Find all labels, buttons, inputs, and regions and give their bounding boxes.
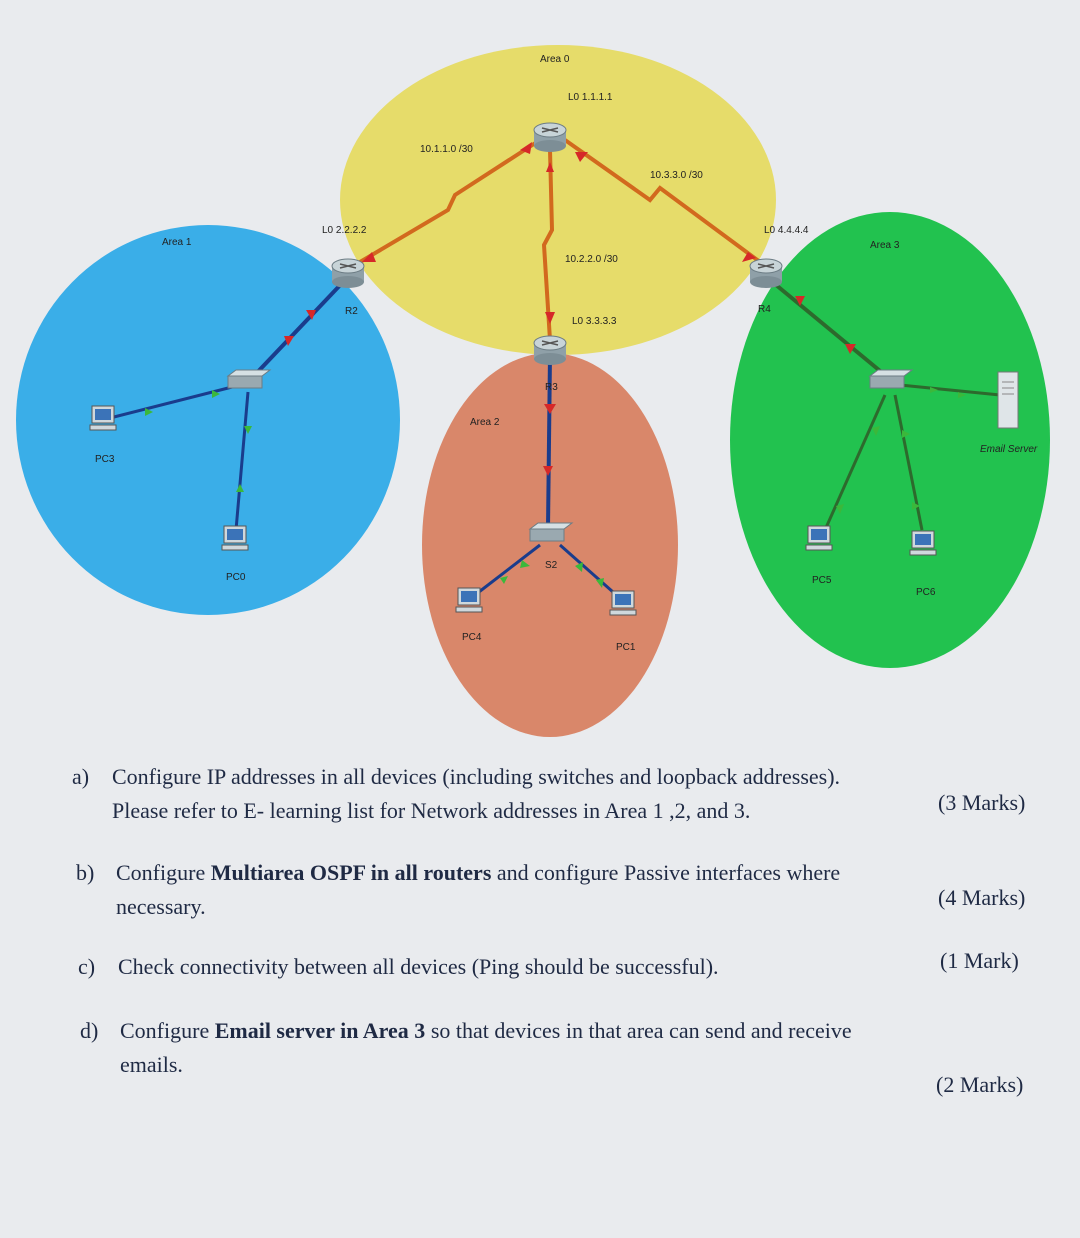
router-r2[interactable] (331, 258, 365, 288)
area-2-label: Area 2 (470, 417, 500, 428)
link-s2-pc4 (474, 543, 541, 597)
link-s3-server (899, 383, 1001, 397)
router-r3-name: R3 (545, 382, 558, 393)
pc3-label: PC3 (95, 454, 115, 465)
link-r1-r4-label: 10.3.3.0 /30 (650, 170, 703, 181)
question-text: so that devices in that area can send an… (425, 1018, 852, 1043)
question-letter: b) (76, 860, 95, 885)
router-r3-loopback: L0 3.3.3.3 (572, 316, 617, 327)
question-line: c) Check connectivity between all devices… (78, 950, 719, 984)
question-letter: a) (72, 764, 90, 789)
pc6[interactable] (909, 530, 937, 556)
question-marks: (4 Marks) (938, 885, 1026, 910)
question-line: d) Configure Email server in Area 3 so th… (80, 1014, 852, 1048)
router-r3[interactable] (533, 335, 567, 365)
router-r4-loopback: L0 4.4.4.4 (764, 225, 809, 236)
link-r1-r2-label: 10.1.1.0 /30 (420, 144, 473, 155)
router-r2-loopback: L0 2.2.2.2 (322, 225, 367, 236)
router-r4[interactable] (749, 258, 783, 288)
link-r3-s2 (546, 354, 552, 529)
pc1[interactable] (609, 590, 637, 616)
question-emphasis: Multiarea OSPF in all routers (210, 860, 492, 885)
pc3[interactable] (89, 405, 117, 431)
question-d: d) Configure Email server in Area 3 so th… (80, 1014, 852, 1082)
area-0-label: Area 0 (540, 54, 570, 65)
pc5-label: PC5 (812, 575, 832, 586)
router-r1[interactable] (533, 122, 567, 152)
link-r2-s1 (248, 278, 347, 382)
pc4-label: PC4 (462, 632, 482, 643)
question-text: and configure Passive interfaces where (491, 860, 841, 885)
area-2-ellipse (422, 353, 678, 737)
switch-s1[interactable] (226, 369, 272, 389)
question-line: Please refer to E- learning list for Net… (72, 794, 840, 828)
pc4[interactable] (455, 587, 483, 613)
question-letter: d) (80, 1018, 99, 1043)
question-text: Check connectivity between all devices (… (118, 954, 719, 979)
question-emphasis: Email server in Area 3 (214, 1018, 426, 1043)
area-3-label: Area 3 (870, 240, 900, 251)
question-text: Configure (116, 860, 211, 885)
question-text: Configure (120, 1018, 215, 1043)
router-r2-name: R2 (345, 306, 358, 317)
switch-s2-name: S2 (545, 560, 558, 571)
area-3-circle (730, 212, 1050, 668)
question-a: a) Configure IP addresses in all devices … (72, 760, 840, 828)
link-r1-r3-label: 10.2.2.0 /30 (565, 254, 618, 265)
question-marks: (2 Marks) (936, 1072, 1024, 1097)
email-server-label: Email Server (980, 444, 1038, 455)
question-c: c) Check connectivity between all devices… (78, 950, 719, 984)
pc1-label: PC1 (616, 642, 636, 653)
question-line: necessary. (76, 890, 840, 924)
link-s1-pc0 (234, 391, 250, 531)
pc0[interactable] (221, 525, 249, 551)
question-text: Configure IP addresses in all devices (i… (112, 764, 841, 789)
router-r4-name: R4 (758, 304, 771, 315)
link-s3-pc5 (823, 394, 887, 531)
question-text: necessary. (116, 894, 206, 919)
link-r1-r2 (358, 138, 542, 264)
link-s3-pc6 (893, 394, 924, 531)
link-r1-r3 (541, 149, 555, 341)
question-text: Please refer to E- learning list for Net… (112, 798, 751, 823)
router-r1-loopback: L0 1.1.1.1 (568, 92, 613, 103)
link-status-markers (145, 142, 966, 588)
link-s1-pc3 (109, 383, 241, 420)
area-1-label: Area 1 (162, 237, 192, 248)
email-server[interactable] (997, 371, 1019, 429)
question-b: b) Configure Multiarea OSPF in all router… (76, 856, 840, 924)
question-marks: (3 Marks) (938, 790, 1026, 815)
question-line: a) Configure IP addresses in all devices … (72, 760, 840, 794)
area-0-ellipse (340, 45, 776, 355)
pc6-label: PC6 (916, 587, 936, 598)
question-line: emails. (80, 1048, 852, 1082)
link-r4-s3 (768, 278, 887, 377)
question-marks: (1 Mark) (940, 948, 1019, 973)
question-letter: c) (78, 954, 96, 979)
question-text: emails. (120, 1052, 183, 1077)
question-line: b) Configure Multiarea OSPF in all router… (76, 856, 840, 890)
switch-s3[interactable] (868, 369, 914, 389)
switch-s2[interactable] (528, 522, 574, 542)
pc0-label: PC0 (226, 572, 246, 583)
questions-section: a) Configure IP addresses in all devices … (0, 750, 1080, 1230)
link-r1-r4 (563, 138, 762, 264)
ospf-topology-diagram: Area 0 Area 1 Area 2 Area 3 10.1.1.0 /30… (16, 45, 1050, 737)
pc5[interactable] (805, 525, 833, 551)
